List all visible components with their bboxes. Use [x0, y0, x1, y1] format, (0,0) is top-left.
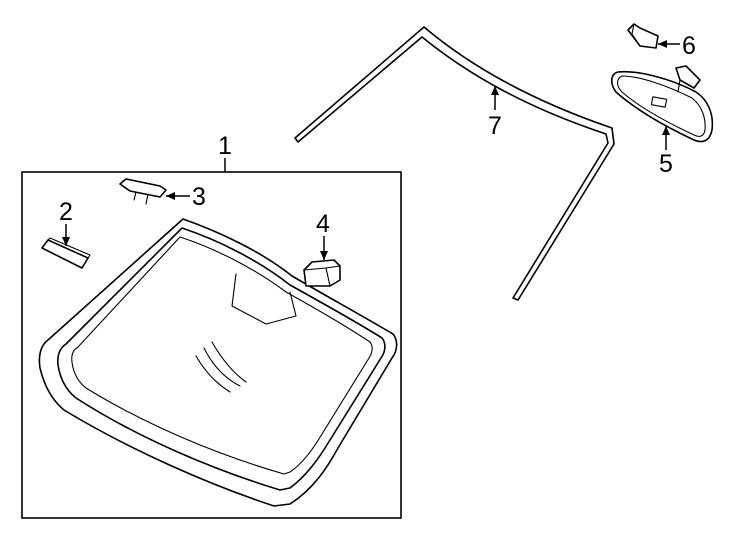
windshield-glass — [38, 218, 398, 507]
callout-6: 6 — [682, 32, 696, 60]
part-6-mirror-bracket — [627, 23, 659, 49]
callout-2: 2 — [59, 198, 73, 226]
part-7-weatherstrip — [294, 26, 615, 301]
callout-5: 5 — [659, 150, 673, 178]
part-4-sensor-cover — [303, 259, 341, 287]
part-3-bracket — [119, 178, 167, 205]
part-2-molding — [41, 237, 91, 269]
callout-1: 1 — [218, 132, 232, 160]
callout-7: 7 — [488, 112, 502, 140]
callout-3: 3 — [192, 183, 206, 211]
part-5-mirror — [610, 65, 714, 143]
windshield-assembly-box — [21, 171, 402, 519]
callout-4: 4 — [316, 210, 330, 238]
